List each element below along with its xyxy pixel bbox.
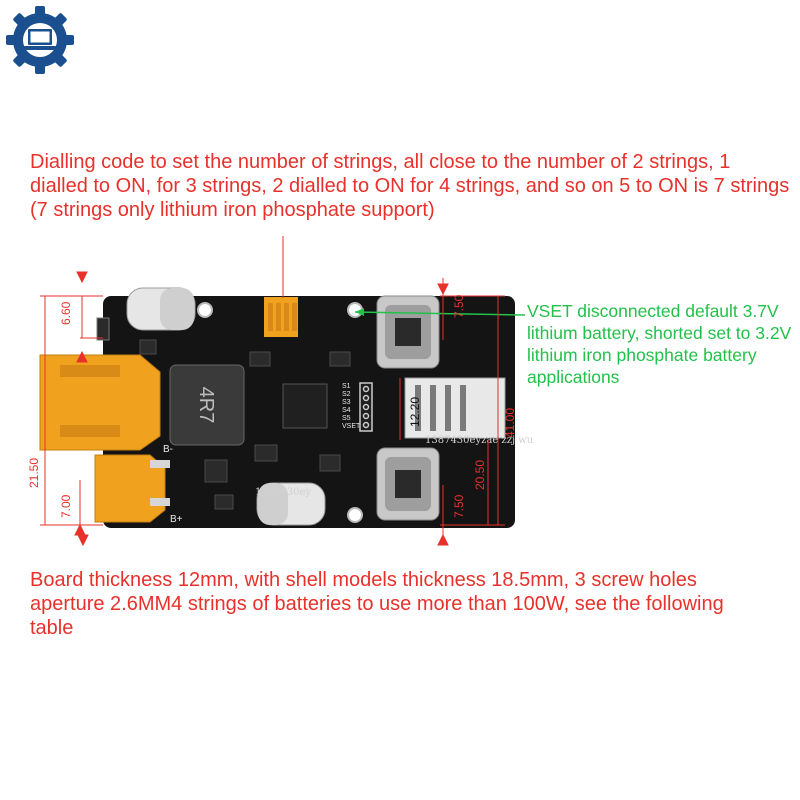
board-thickness-note: Board thickness 12mm, with shell models … — [30, 569, 724, 639]
mounting-hole — [197, 302, 213, 318]
silk-s2: S2 — [342, 391, 351, 398]
xt30-connector — [94, 454, 170, 523]
vset-note: VSET disconnected default 3.7V lithium b… — [527, 301, 792, 387]
capacitor-top — [126, 287, 196, 331]
watermark-text-2: 1387430ey — [255, 487, 311, 498]
silk-b-minus: B- — [163, 444, 173, 455]
dim-6-60: 6.60 — [59, 301, 73, 325]
pin-header — [359, 382, 373, 432]
usb-c-port-top — [376, 295, 440, 369]
dim-7-50-top: 7.50 — [452, 294, 466, 318]
brand-logo — [6, 6, 74, 74]
watermark-text: 1387430eyzae zzj wu — [425, 435, 534, 446]
inductor-label: 4R7 — [195, 387, 217, 424]
vset-pointer-arrow — [354, 308, 526, 316]
usb-c-port-bottom — [376, 447, 440, 521]
dip-switch-note: Dialling code to set the number of strin… — [30, 151, 790, 221]
silk-s4: S4 — [342, 407, 351, 414]
dim-20-50: 20.50 — [473, 460, 487, 490]
mounting-hole — [347, 507, 363, 523]
power-switch — [96, 317, 110, 341]
silk-s3: S3 — [342, 399, 351, 406]
inductor — [169, 364, 245, 446]
silk-vset: VSET — [342, 423, 361, 430]
laptop-icon — [23, 29, 57, 50]
silk-b-plus: B+ — [170, 514, 183, 525]
usb-a-port — [404, 377, 506, 439]
capacitor-bottom — [256, 482, 326, 526]
xt60-connector — [39, 354, 161, 451]
controller-chip — [282, 383, 328, 429]
dim-21-50: 21.50 — [27, 458, 41, 488]
dim-41-00: 41.00 — [503, 408, 517, 438]
dim-7-00: 7.00 — [59, 494, 73, 518]
dim-12-20: 12.20 — [408, 397, 422, 427]
silk-s5: S5 — [342, 415, 351, 422]
dim-7-50-bottom: 7.50 — [452, 494, 466, 518]
silk-s1: S1 — [342, 383, 351, 390]
